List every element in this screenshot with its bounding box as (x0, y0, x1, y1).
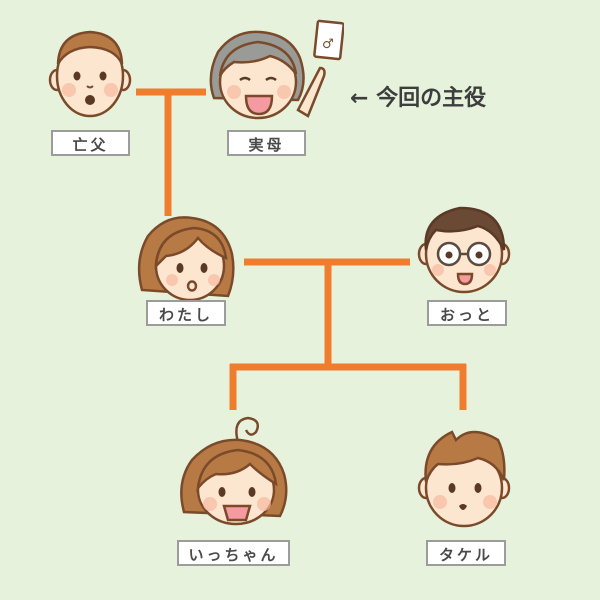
me-face-icon (137, 216, 235, 302)
daughter-label: いっちゃん (177, 540, 290, 566)
mother-face-icon: ♂ (209, 19, 344, 120)
son-face-icon (417, 430, 511, 528)
father-label: 亡父 (51, 130, 130, 156)
annotation-text: 今回の主役 (376, 86, 487, 111)
me-label: わたし (146, 300, 226, 326)
husband-label: おっと (427, 300, 507, 326)
svg-text:♂: ♂ (322, 37, 334, 52)
mother-label: 実母 (227, 130, 306, 156)
main-character-annotation: ← 今回の主役 (350, 80, 486, 112)
husband-face-icon (417, 206, 511, 294)
left-arrow-icon: ← (350, 86, 369, 111)
father-face-icon (48, 30, 132, 118)
daughter-face-icon (180, 416, 288, 526)
son-label: タケル (426, 540, 506, 566)
